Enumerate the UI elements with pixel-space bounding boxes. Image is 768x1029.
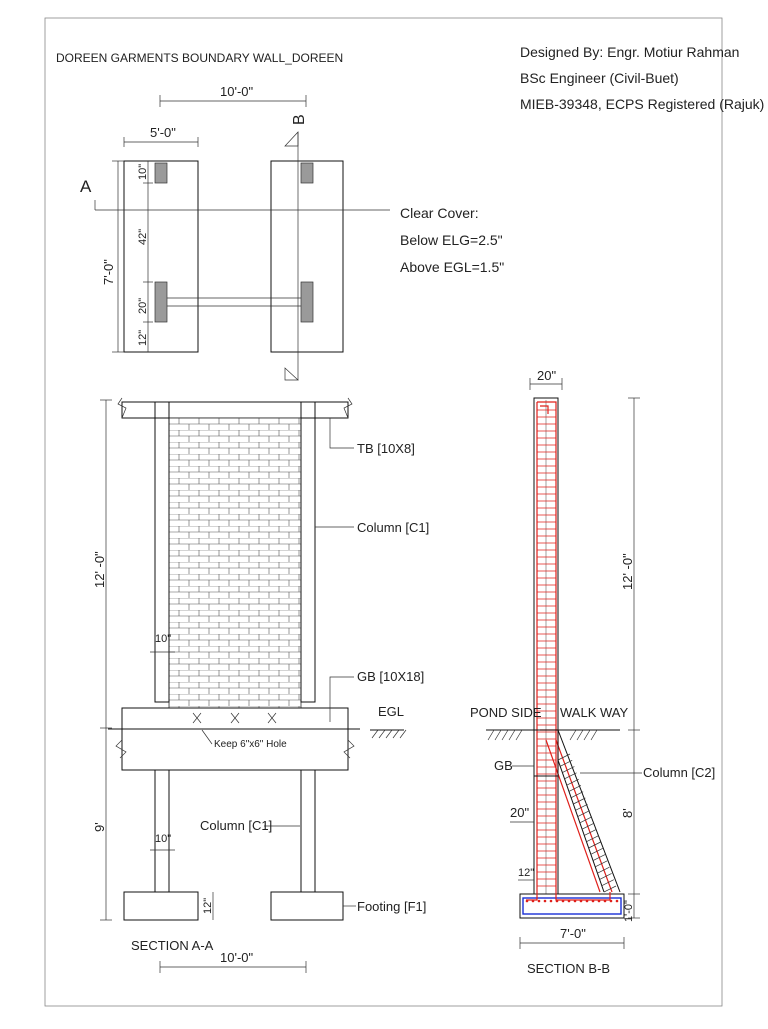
footing-bar-dot — [543, 899, 547, 903]
strut-tie — [568, 785, 582, 792]
bb-dim-footing: 7'-0" — [560, 926, 586, 941]
strut-tie — [597, 866, 610, 874]
column-left-lower — [154, 769, 170, 893]
designer-line-2: BSc Engineer (Civil-Buet) — [520, 70, 679, 86]
strut-tie — [590, 847, 604, 855]
strut-tie — [557, 753, 571, 761]
plan-column — [154, 281, 168, 323]
designer-line-3: MIEB-39348, ECPS Registered (Rajuk) — [520, 96, 764, 112]
label-egl: EGL — [378, 704, 404, 719]
footing-bar-dot — [537, 899, 541, 903]
bb-main-rebar — [537, 401, 557, 892]
bb-dim-8: 8' — [620, 808, 635, 818]
aa-dim-above: 12' -0" — [92, 551, 107, 588]
label-grade-beam: GB [10X18] — [357, 669, 424, 684]
label-walk-way: WALK WAY — [560, 705, 628, 720]
plan-dim-20: 20" — [137, 298, 149, 314]
plan-footing-left — [123, 160, 199, 353]
label-bb-gb: GB — [494, 758, 513, 773]
clear-cover-below: Below ELG=2.5" — [400, 232, 503, 248]
strut-tie — [573, 797, 586, 805]
strut-tie — [599, 873, 612, 880]
label-pond-side: POND SIDE — [470, 705, 542, 720]
plan-column — [154, 162, 168, 184]
plan-view: 10'-0" 5'-0" A B 7'-0" — [80, 84, 390, 381]
hole-note: Keep 6"x6" Hole — [214, 739, 287, 750]
cut-label-b: B — [291, 114, 308, 125]
aa-dim-10-lower: 10" — [155, 833, 171, 845]
column-right-lower — [300, 769, 316, 893]
bb-dim-12: 12" — [518, 867, 534, 879]
clear-cover-above: Above EGL=1.5" — [400, 259, 504, 275]
strut-tie — [595, 860, 608, 868]
strut-tie — [560, 759, 573, 767]
plan-footing-right — [270, 160, 344, 353]
label-column-upper: Column [C1] — [357, 520, 429, 535]
tie-beam — [121, 401, 349, 419]
bb-stirrups — [537, 409, 556, 887]
footing-bar-dot — [549, 899, 553, 903]
strut-tie — [586, 835, 599, 843]
plan-dim-height: 7'-0" — [101, 259, 116, 285]
strut-tie — [566, 778, 579, 786]
clear-cover-heading: Clear Cover: — [400, 205, 479, 221]
plan-dim-top: 10'-0" — [220, 84, 254, 99]
sheet-border — [44, 17, 723, 1007]
aa-dim-below: 9' — [92, 822, 107, 832]
strut-tie — [562, 766, 575, 773]
bb-footing — [519, 893, 625, 919]
aa-dim-12: 12" — [202, 898, 214, 914]
plan-dim-footing: 5'-0" — [150, 125, 176, 140]
bb-footing-rebar — [522, 897, 622, 915]
plan-dim-10: 10" — [137, 164, 149, 180]
strut-tie — [579, 816, 593, 824]
strut-tie — [592, 854, 606, 861]
strut-tie — [603, 885, 617, 893]
strut-tie — [577, 810, 590, 817]
hole-marks — [192, 712, 277, 724]
designer-line-1: Designed By: Engr. Motiur Rahman — [520, 44, 739, 60]
strut-tie — [564, 772, 577, 780]
strut-tie — [588, 841, 601, 849]
strut-tie — [575, 803, 588, 811]
label-column-lower: Column [C1] — [200, 818, 272, 833]
label-tie-beam: TB [10X8] — [357, 441, 415, 456]
footing-left — [123, 891, 199, 921]
label-footing: Footing [F1] — [357, 899, 426, 914]
drawing-title: DOREEN GARMENTS BOUNDARY WALL_DOREEN — [56, 51, 343, 65]
footing-right — [270, 891, 344, 921]
strut-tie — [581, 822, 595, 830]
footing-bar-dot — [615, 899, 619, 903]
section-aa: 12' -0" 9' Keep 6"x6" Hole — [92, 397, 429, 973]
grade-beam — [121, 707, 349, 771]
bb-dim-top: 20" — [537, 368, 556, 383]
section-bb-label: SECTION B-B — [527, 961, 610, 976]
section-bb: 20" POND SIDE WALK WAY GB Column [C2] — [470, 368, 715, 976]
strut-tie — [584, 829, 597, 836]
clear-cover-note: Clear Cover: Below ELG=2.5" Above EGL=1.… — [400, 205, 504, 275]
plan-column — [300, 162, 314, 184]
column-right — [300, 401, 316, 703]
bb-strut-ties — [557, 753, 617, 893]
column-left — [154, 401, 170, 703]
plan-column — [300, 281, 314, 323]
bb-dim-20: 20" — [510, 805, 529, 820]
plan-dim-42: 42" — [137, 229, 149, 245]
aa-dim-10-upper: 10" — [155, 633, 171, 645]
bb-dim-1: 1'-0" — [623, 900, 635, 922]
label-column-c2: Column [C2] — [643, 765, 715, 780]
cut-label-a: A — [80, 177, 92, 196]
plan-dim-12: 12" — [137, 330, 149, 346]
brick-wall — [168, 417, 302, 709]
strut-tie — [570, 791, 584, 799]
strut-tie — [601, 879, 614, 887]
bb-dim-height: 12' -0" — [620, 553, 635, 590]
aa-dim-bottom: 10'-0" — [220, 950, 254, 965]
section-aa-label: SECTION A-A — [131, 938, 214, 953]
